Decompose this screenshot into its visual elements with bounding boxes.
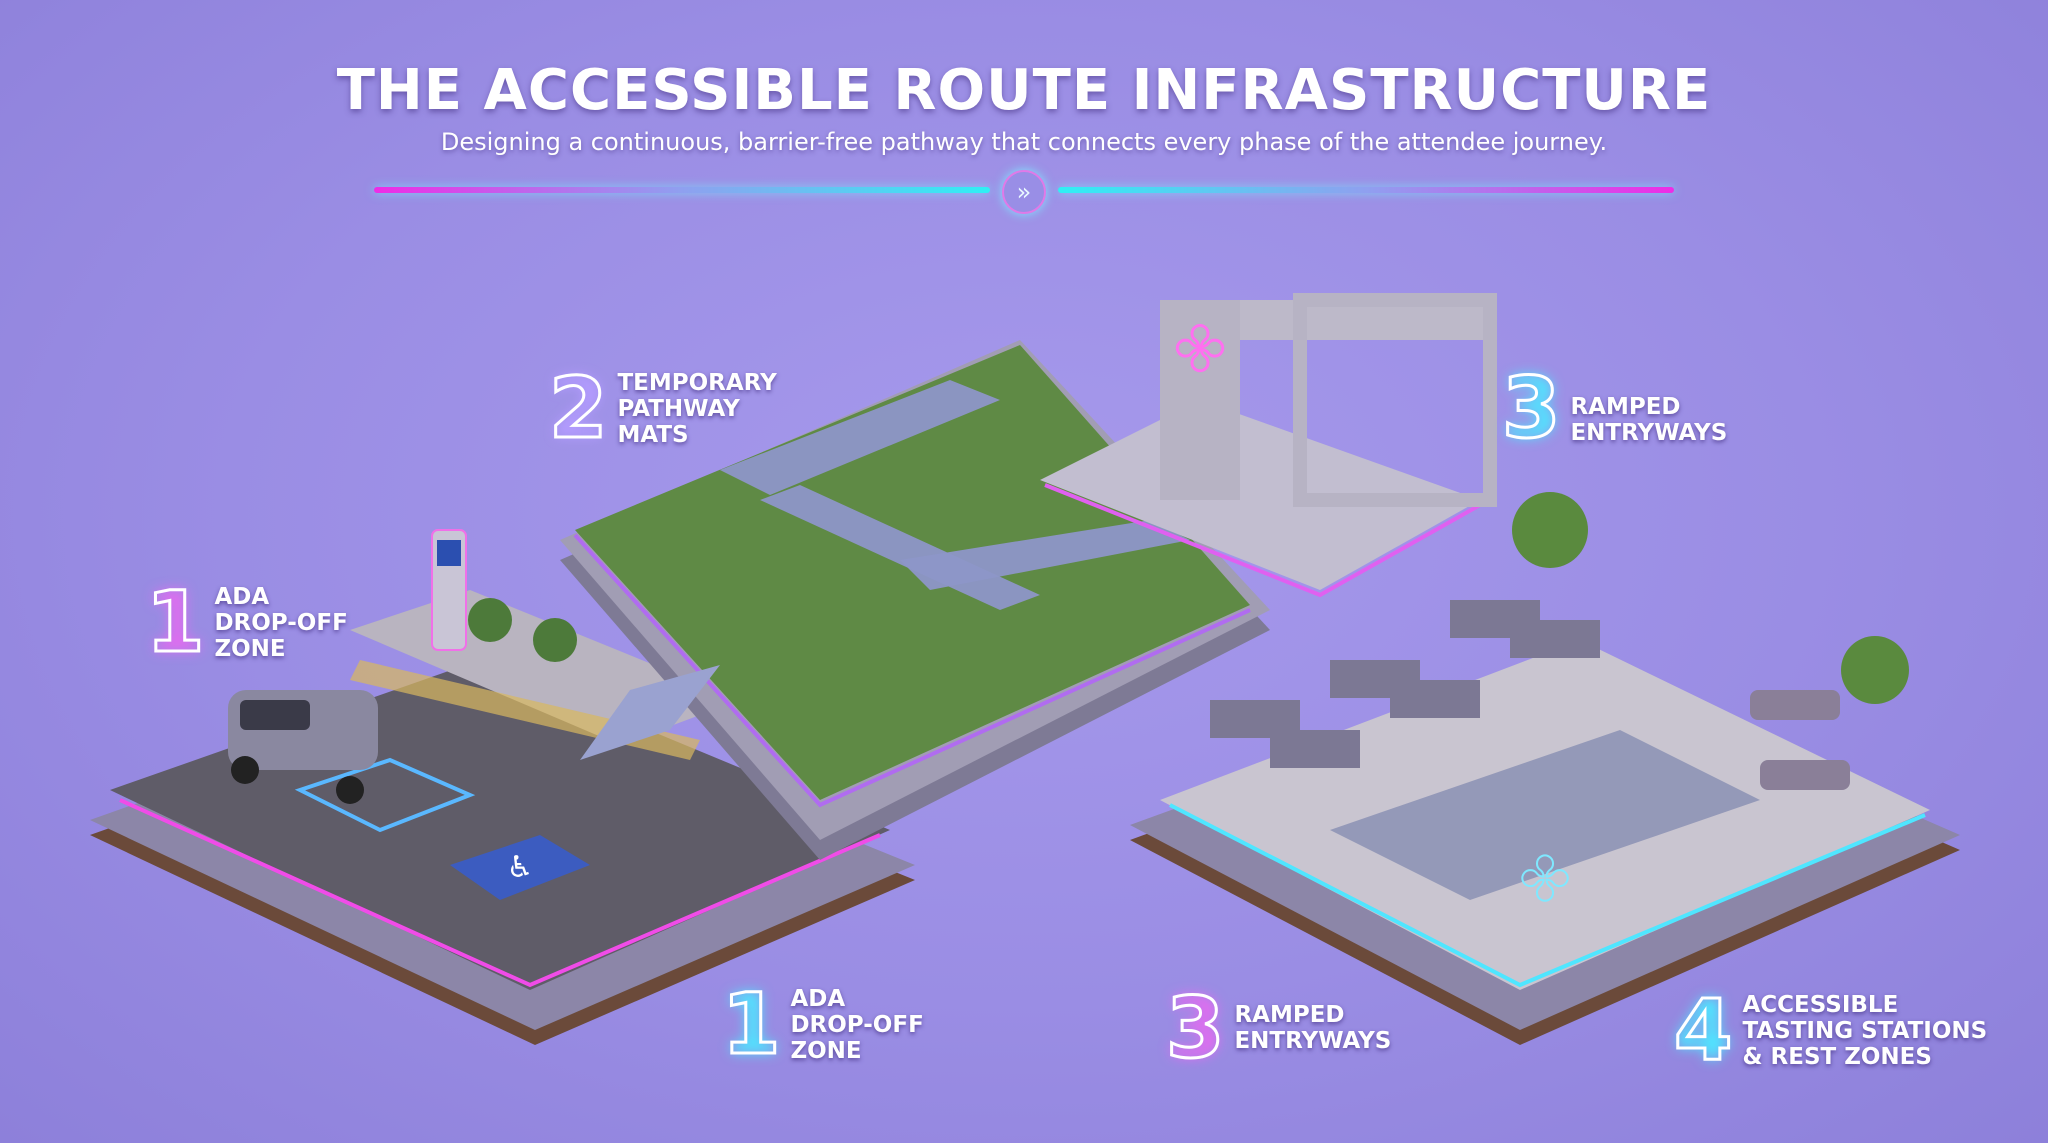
callout-number: 2 (547, 359, 608, 457)
page-title: THE ACCESSIBLE ROUTE INFRASTRUCTURE (336, 58, 1712, 123)
callout-text: ADA DROP-OFF ZONE (214, 584, 348, 662)
callout-number: 3 (1500, 359, 1561, 457)
callout-ramped-entryways: 3 RAMPED ENTRYWAYS (1500, 359, 1728, 457)
callout-text: TEMPORARY PATHWAY MATS (617, 370, 777, 448)
legend-ada-drop-off: 1 ADA DROP-OFF ZONE (720, 975, 924, 1073)
callout-ada-drop-off: 1 ADA DROP-OFF ZONE (144, 573, 348, 671)
callout-pathway-mats: 2 TEMPORARY PATHWAY MATS (547, 359, 777, 457)
svg-text:✤: ✤ (1520, 845, 1570, 915)
page-subtitle: Designing a continuous, barrier-free pat… (440, 128, 1608, 156)
divider-right (1058, 187, 1674, 193)
tasting-stations-platform: ✤ (1130, 492, 1960, 1045)
legend-text: RAMPED ENTRYWAYS (1234, 1002, 1392, 1054)
divider-left (374, 187, 990, 193)
legend-number: 4 (1672, 981, 1733, 1079)
callout-text: RAMPED ENTRYWAYS (1570, 394, 1728, 446)
legend-text: ADA DROP-OFF ZONE (790, 986, 924, 1064)
wheelchair-icon: ♿ (507, 850, 534, 885)
legend-number: 3 (1164, 979, 1225, 1077)
butterfly-logo: ✤ (1175, 315, 1225, 385)
pathway-mats-platform: ✤ (560, 293, 1497, 860)
legend-ramped-entryways: 3 RAMPED ENTRYWAYS (1164, 979, 1392, 1077)
entry-wall (1160, 300, 1240, 500)
entry-doorway (1293, 293, 1497, 507)
legend-number: 1 (720, 975, 781, 1073)
accessible-parking-symbol (450, 835, 590, 900)
callout-number: 1 (144, 573, 205, 671)
legend-text: ACCESSIBLE TASTING STATIONS & REST ZONES (1742, 992, 1988, 1070)
double-chevron-right-icon: » (1002, 170, 1046, 214)
legend-tasting-stations: 4 ACCESSIBLE TASTING STATIONS & REST ZON… (1672, 981, 1988, 1079)
